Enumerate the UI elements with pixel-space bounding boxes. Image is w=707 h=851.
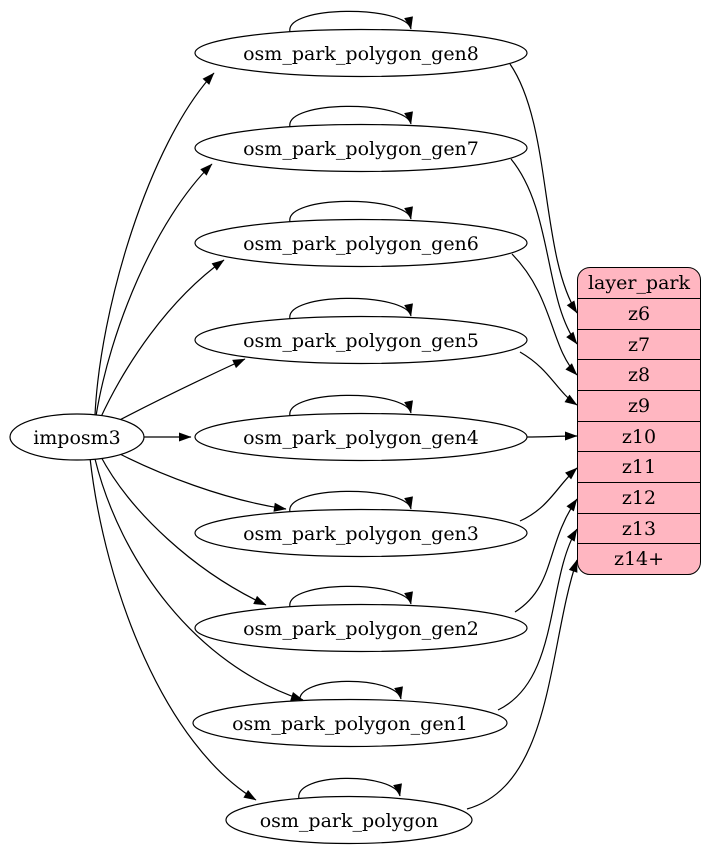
self-loop-gen6: [289, 200, 413, 223]
node-polygon-label: osm_park_polygon: [260, 810, 439, 832]
self-loop-gen3: [289, 490, 413, 513]
edge-imposm3-gen6: [99, 259, 225, 420]
node-gen6-label: osm_park_polygon_gen6: [243, 233, 479, 255]
edge-gen7-z7: [510, 158, 578, 345]
node-gen5-shape: [194, 315, 528, 365]
node-osm-park-polygon-gen4: osm_park_polygon_gen4: [194, 412, 528, 462]
layer-park-row-z9: z9: [578, 390, 700, 421]
node-osm-park-polygon-gen2: osm_park_polygon_gen2: [194, 603, 528, 653]
node-osm-park-polygon-gen6: osm_park_polygon_gen6: [194, 218, 528, 268]
edge-gen2-z12: [514, 498, 578, 613]
layer-park-row-z13: z13: [578, 512, 700, 544]
self-loop-gen1: [299, 680, 403, 703]
self-loop-gen5: [289, 297, 413, 320]
layer-park-table: layer_park z6 z7 z8 z9 z10 z11 z12 z13 z…: [577, 267, 701, 575]
node-imposm3-shape: [9, 413, 145, 461]
node-gen2-label: osm_park_polygon_gen2: [243, 618, 479, 640]
node-osm-park-polygon: osm_park_polygon: [225, 795, 473, 845]
layer-park-row-z7: z7: [578, 328, 700, 360]
edge-gen5-z9: [519, 351, 578, 406]
edge-imposm3-polygon: [89, 457, 257, 801]
node-gen5-label: osm_park_polygon_gen5: [243, 330, 479, 352]
node-osm-park-polygon-gen8: osm_park_polygon_gen8: [194, 28, 528, 78]
edge-gen8-z6: [509, 63, 578, 314]
node-gen8-label: osm_park_polygon_gen8: [243, 43, 479, 65]
edge-gen1-z13: [497, 528, 578, 711]
node-gen3-shape: [194, 508, 528, 558]
node-gen2-shape: [194, 603, 528, 653]
node-gen3-label: osm_park_polygon_gen3: [243, 523, 479, 545]
node-gen4-label: osm_park_polygon_gen4: [243, 427, 479, 449]
edge-imposm3-gen1: [94, 458, 304, 701]
edge-imposm3-gen3: [109, 448, 287, 512]
node-imposm3-label: imposm3: [33, 427, 121, 449]
self-loop-gen2: [289, 585, 413, 608]
node-gen1-label: osm_park_polygon_gen1: [232, 713, 468, 735]
self-loop-gen8: [289, 10, 413, 33]
node-osm-park-polygon-gen5: osm_park_polygon_gen5: [194, 315, 528, 365]
node-osm-park-polygon-gen1: osm_park_polygon_gen1: [192, 698, 508, 748]
edge-gen3-z11: [519, 467, 578, 522]
node-gen7-label: osm_park_polygon_gen7: [243, 138, 479, 160]
self-loop-gen4: [289, 394, 413, 417]
layer-park-row-z12: z12: [578, 482, 700, 513]
layer-park-row-z6: z6: [578, 298, 700, 329]
self-loop-gen7: [289, 105, 413, 128]
node-imposm3: imposm3: [9, 413, 145, 461]
layer-park-row-z10: z10: [578, 420, 700, 452]
edge-imposm3-gen2: [99, 454, 267, 606]
node-gen1-shape: [192, 698, 508, 748]
self-loop-polygon: [298, 777, 402, 800]
edges-source-to-tables: [89, 72, 304, 801]
edge-polygon-z14: [466, 559, 578, 810]
node-osm-park-polygon-gen7: osm_park_polygon_gen7: [194, 123, 528, 173]
node-osm-park-polygon-gen3: osm_park_polygon_gen3: [194, 508, 528, 558]
edge-gen6-z8: [511, 253, 578, 376]
edge-imposm3-gen5: [109, 358, 246, 426]
node-gen8-shape: [194, 28, 528, 78]
node-gen7-shape: [194, 123, 528, 173]
layer-park-row-z8: z8: [578, 359, 700, 390]
edge-gen4-z10: [526, 431, 578, 441]
node-gen4-shape: [194, 412, 528, 462]
node-gen6-shape: [194, 218, 528, 268]
layer-park-title: layer_park: [587, 272, 691, 294]
edge-imposm3-gen7: [95, 163, 213, 417]
edge-imposm3-gen8: [94, 72, 215, 416]
node-polygon-shape: [225, 795, 473, 845]
layer-park-row-z14: z14+: [578, 543, 700, 574]
layer-park-row-z11: z11: [578, 451, 700, 482]
edges-tables-to-layer: [466, 63, 578, 810]
edges-self-loops: [289, 10, 413, 800]
